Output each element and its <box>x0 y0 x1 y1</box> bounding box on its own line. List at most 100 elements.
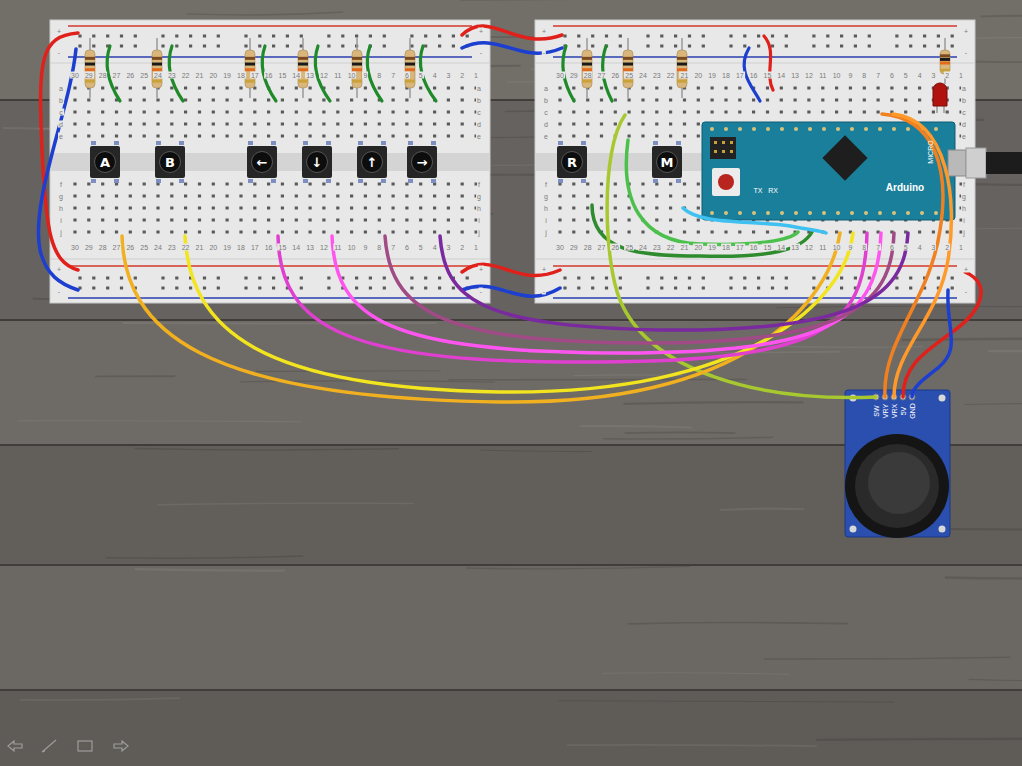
pushbutton-leg <box>248 141 253 145</box>
header-pin <box>752 127 756 131</box>
rail-separator <box>50 63 490 64</box>
mounting-hole <box>850 526 857 533</box>
breadboard-label: 18 <box>236 72 246 79</box>
wood-plank <box>0 565 1022 690</box>
toolbar-icon <box>42 740 56 752</box>
resistor-symbol <box>405 38 415 98</box>
breadboard-label: - <box>479 49 483 56</box>
icsp-pin <box>722 141 725 144</box>
resistor-band <box>405 80 415 83</box>
breadboard-label: 26 <box>610 72 620 79</box>
resistor-band <box>677 80 687 83</box>
wood-grain <box>106 556 304 558</box>
led-body <box>933 83 947 106</box>
breadboard-label: 29 <box>84 244 94 251</box>
breadboard-label: 21 <box>195 72 205 79</box>
breadboard-label: 9 <box>847 244 853 251</box>
pushbutton-leg <box>558 141 563 145</box>
breadboard-label: 27 <box>597 244 607 251</box>
breadboard-label: 8 <box>376 244 382 251</box>
resistor-band <box>677 57 687 60</box>
breadboard-label: 30 <box>555 72 565 79</box>
breadboard-label: 30 <box>70 244 80 251</box>
usb-cable <box>986 152 1022 174</box>
wire <box>903 272 981 397</box>
wood-grain <box>624 402 804 404</box>
breadboard-label: c <box>961 109 967 116</box>
pin-name: SW <box>873 405 880 416</box>
breadboard-label: 21 <box>680 244 690 251</box>
pushbutton-leg <box>114 179 119 183</box>
usb-plug <box>966 148 986 178</box>
wire <box>332 233 881 353</box>
button-letter: B <box>165 156 175 169</box>
breadboard-label: 3 <box>445 72 451 79</box>
rail-stripe <box>553 265 957 267</box>
pushbutton-leg <box>303 179 308 183</box>
wood-grain <box>988 350 1022 352</box>
breadboard-label: d <box>476 121 482 128</box>
microcontroller-chip <box>822 135 867 180</box>
board-label: Arduino <box>886 183 924 193</box>
wood-grain <box>20 698 181 700</box>
breadboard-label: 20 <box>208 72 218 79</box>
breadboard-label: 29 <box>84 72 94 79</box>
pushbutton-body <box>557 141 587 183</box>
breadboard-label: 25 <box>139 244 149 251</box>
resistor-body <box>152 50 162 88</box>
header-pin <box>864 127 868 131</box>
breadboard-label: 5 <box>903 72 909 79</box>
breadboard-label: 9 <box>362 72 368 79</box>
wood-grain <box>17 420 301 422</box>
wire <box>462 26 562 39</box>
breadboard-label: 16 <box>749 244 759 251</box>
breadboard-holes <box>73 34 477 289</box>
breadboard-label: i <box>59 217 63 224</box>
wire <box>683 208 826 233</box>
breadboard-label: 3 <box>930 72 936 79</box>
reset-cap <box>718 174 734 190</box>
resistor-symbol <box>677 38 687 98</box>
breadboard-label: h <box>58 205 64 212</box>
pushbutton-body <box>247 141 277 183</box>
rail-stripe <box>553 25 957 27</box>
breadboard-label: 15 <box>278 244 288 251</box>
breadboard <box>535 20 975 303</box>
wood-grain <box>95 375 175 377</box>
breadboard-label: 1 <box>958 72 964 79</box>
wood-grain <box>816 739 1022 740</box>
breadboard-label: + <box>478 28 484 35</box>
breadboard-label: - <box>57 49 61 56</box>
resistor-band <box>582 80 592 83</box>
resistor-band <box>405 63 415 66</box>
resistor-band <box>245 57 255 60</box>
resistor-body <box>940 50 950 74</box>
breadboard-label: 20 <box>693 72 703 79</box>
pushbutton-body <box>407 141 437 183</box>
header-pin <box>850 127 854 131</box>
breadboard-label: 23 <box>167 244 177 251</box>
pushbutton-leg <box>156 141 161 145</box>
wood-grain <box>981 15 1022 17</box>
icsp-pin <box>714 150 717 153</box>
header-pin <box>724 127 728 131</box>
breadboard-label: g <box>961 193 967 200</box>
breadboard-label: 22 <box>181 244 191 251</box>
breadboard-label: 17 <box>250 72 260 79</box>
jumper-wire <box>764 36 773 90</box>
breadboard-label: 7 <box>875 244 881 251</box>
header-pin <box>738 127 742 131</box>
resistor-band <box>940 58 950 61</box>
pushbutton-leg <box>156 179 161 183</box>
icsp-pin <box>722 150 725 153</box>
pin-name: VRX <box>891 404 898 418</box>
breadboard-label: - <box>57 288 61 295</box>
pushbutton-leg <box>114 141 119 145</box>
breadboard-label: 8 <box>861 72 867 79</box>
header-pin <box>920 211 924 215</box>
breadboard-label: 13 <box>790 244 800 251</box>
breadboard-label: h <box>476 205 482 212</box>
icsp-pin <box>730 150 733 153</box>
breadboard-label: 8 <box>861 244 867 251</box>
